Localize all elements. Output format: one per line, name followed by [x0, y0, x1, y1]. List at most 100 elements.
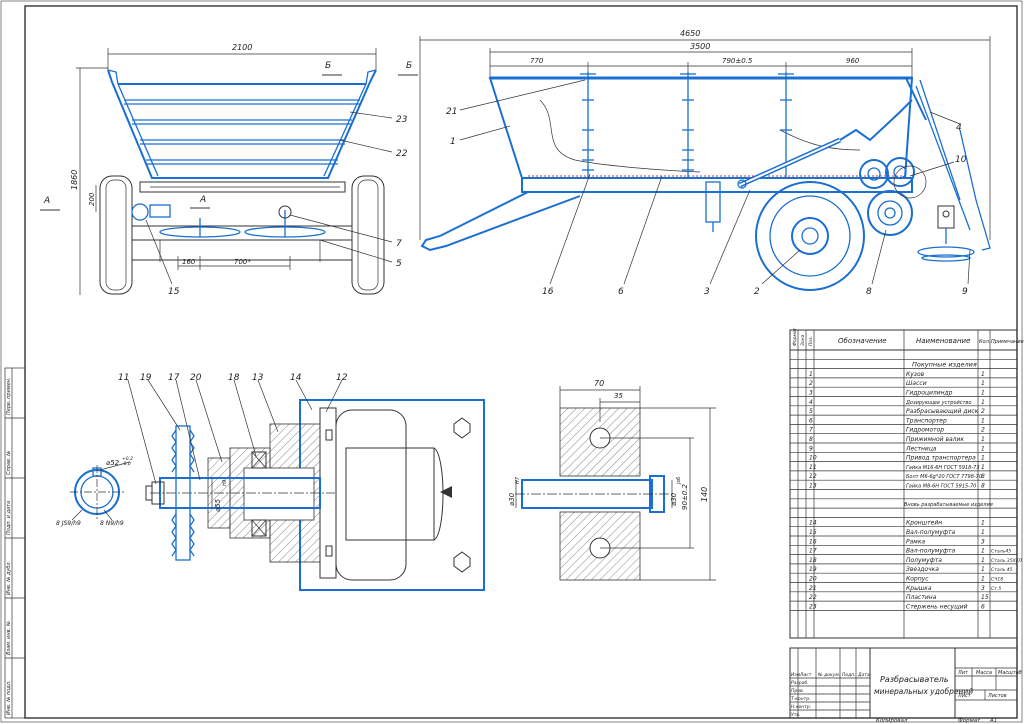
spec-row-name: Корпус — [906, 576, 929, 583]
callout-14: 14 — [290, 373, 302, 383]
dim-side-total: 4650 — [680, 29, 700, 38]
spec-row-qty: 1 — [981, 445, 985, 452]
callout-19: 19 — [140, 373, 152, 383]
spec-row-pos: 14 — [809, 520, 817, 527]
drawing-frame — [24, 5, 1018, 719]
callout-17: 17 — [168, 373, 180, 383]
spec-row-note: Сталь45 — [991, 549, 1011, 555]
callout-5: 5 — [396, 259, 402, 269]
dim-plate-90: 90±0.2 — [681, 484, 689, 510]
spec-row-name: Рамка — [906, 538, 925, 545]
callout-11: 11 — [118, 373, 129, 383]
section-a-right: А — [199, 195, 206, 205]
spec-row-pos: 20 — [809, 576, 817, 583]
drive-assembly-section: ⌀55 h9 11 19 17 20 18 13 14 12 — [118, 373, 485, 591]
side-stamp: Перв. примен. Справ. № Подп. и дата Инв.… — [4, 367, 26, 719]
tb-prov: Пров. — [791, 688, 804, 694]
tb-tkontr: Т.контр. — [791, 696, 811, 702]
callout-9: 9 — [962, 287, 968, 297]
callout-6: 6 — [618, 287, 624, 297]
spec-col-name: Наименование — [916, 337, 970, 345]
spec-row-pos: 11 — [809, 464, 817, 471]
spec-row-qty: 1 — [981, 380, 985, 387]
section-a-left: А — [43, 196, 50, 206]
callout-15: 15 — [168, 287, 180, 297]
spec-row-qty: 3 — [981, 538, 985, 545]
spec-row-pos: 16 — [809, 538, 817, 545]
spec-row-pos: 10 — [809, 455, 817, 462]
dim-d52: ⌀52 — [106, 459, 120, 467]
spec-row-name: Крышка — [906, 585, 932, 592]
tb-title-line1: Разбрасыватель — [880, 675, 949, 684]
section-b-right: Б — [406, 61, 412, 71]
tb-razrab: Разраб. — [791, 680, 809, 686]
spec-row-pos: 23 — [809, 603, 817, 610]
spec-row-qty: 1 — [981, 399, 985, 406]
dim-front-200: 200 — [88, 192, 96, 206]
stamp-sprav: Справ. № — [6, 451, 12, 475]
dim-plate-d30-a: ⌀30 — [508, 492, 516, 506]
tb-utv: Утв. — [791, 712, 800, 718]
spec-row-qty: 2 — [981, 427, 985, 434]
spec-row-pos: 12 — [809, 473, 817, 480]
spec-row-qty: 1 — [981, 417, 985, 424]
dim-plate-d30-a-tol: H7 — [515, 476, 521, 484]
tb-format: Формат — [958, 718, 981, 724]
spec-row-name: Кронштейн — [906, 520, 942, 527]
spec-row-pos: 19 — [809, 566, 817, 573]
dim-side-770: 770 — [530, 57, 544, 65]
spec-row-note: Сталь 45 — [991, 567, 1013, 573]
spec-row-name: Звездочка — [906, 566, 939, 573]
spec-row-pos: 15 — [809, 529, 817, 536]
spec-row-pos: 2 — [809, 380, 813, 387]
spec-row-name: Гайка М16-6Н ГОСТ 5918-73 — [906, 465, 980, 471]
spec-row-pos: 6 — [809, 417, 813, 424]
spec-row-name: Стержень несущий — [906, 603, 968, 610]
spec-row-qty: 6 — [981, 603, 985, 610]
callout-20: 20 — [190, 373, 202, 383]
callout-3: 3 — [704, 287, 710, 297]
spec-row-name: Дозирующее устройство — [905, 400, 971, 406]
bracket-plate-section: 70 35 140 90±0.2 ⌀30 js6 ⌀30 H7 — [508, 379, 716, 581]
dim-key-1: 8 JS9/h9 — [56, 520, 81, 527]
spec-row-name: Пластина — [906, 594, 937, 601]
spec-row-pos: 7 — [809, 427, 813, 434]
callout-4: 4 — [956, 123, 962, 133]
stamp-inv-dubl: Инв. № дубл. — [6, 561, 12, 595]
title-block: Изм Лист № докум. Подп. Дата Разраб. Про… — [789, 647, 1022, 724]
tb-list: Лист — [799, 672, 812, 678]
spec-row-pos: 22 — [809, 594, 817, 601]
spec-row-note: Ст.5 — [991, 586, 1001, 592]
stamp-podp-data: Подп. и дата — [6, 501, 12, 535]
callout-18: 18 — [228, 373, 240, 383]
callout-22: 22 — [396, 149, 408, 159]
callout-7: 7 — [396, 239, 402, 249]
callout-8: 8 — [866, 287, 872, 297]
dim-plate-d30-b: ⌀30 — [670, 492, 678, 506]
spec-col-designation: Обозначение — [838, 337, 887, 345]
spec-row-qty: 1 — [981, 529, 985, 536]
spec-row-pos: 8 — [809, 436, 813, 443]
spec-row-qty: 1 — [981, 576, 985, 583]
dim-side-3500: 3500 — [690, 42, 710, 51]
dim-plate-140: 140 — [700, 487, 709, 502]
spec-row-qty: 8 — [981, 473, 985, 480]
spec-row-name: Лестница — [905, 445, 937, 452]
spec-row-pos: 9 — [809, 445, 813, 452]
tb-data: Дата — [857, 672, 870, 678]
spec-col-note: Примечание — [991, 339, 1024, 345]
tb-scale: Масштаб — [998, 670, 1022, 676]
side-view: 4650 3500 770 790±0.5 960 — [419, 29, 991, 297]
spec-row-qty: 15 — [981, 594, 989, 601]
spec-row-name: Гидромотор — [906, 427, 944, 434]
callout-2: 2 — [754, 287, 760, 297]
spec-row-pos: 13 — [809, 483, 817, 490]
spec-row-qty: 1 — [981, 436, 985, 443]
dim-front-height: 1860 — [70, 170, 79, 190]
dim-d52-tol-low: -0.0 — [122, 461, 131, 467]
spec-section-custom: Вновь разрабатываемые изделия — [904, 502, 993, 508]
dim-key-2: 8 N9/h9 — [100, 520, 124, 527]
spec-row-qty: 1 — [981, 455, 985, 462]
dim-d55: ⌀55 — [214, 498, 222, 512]
